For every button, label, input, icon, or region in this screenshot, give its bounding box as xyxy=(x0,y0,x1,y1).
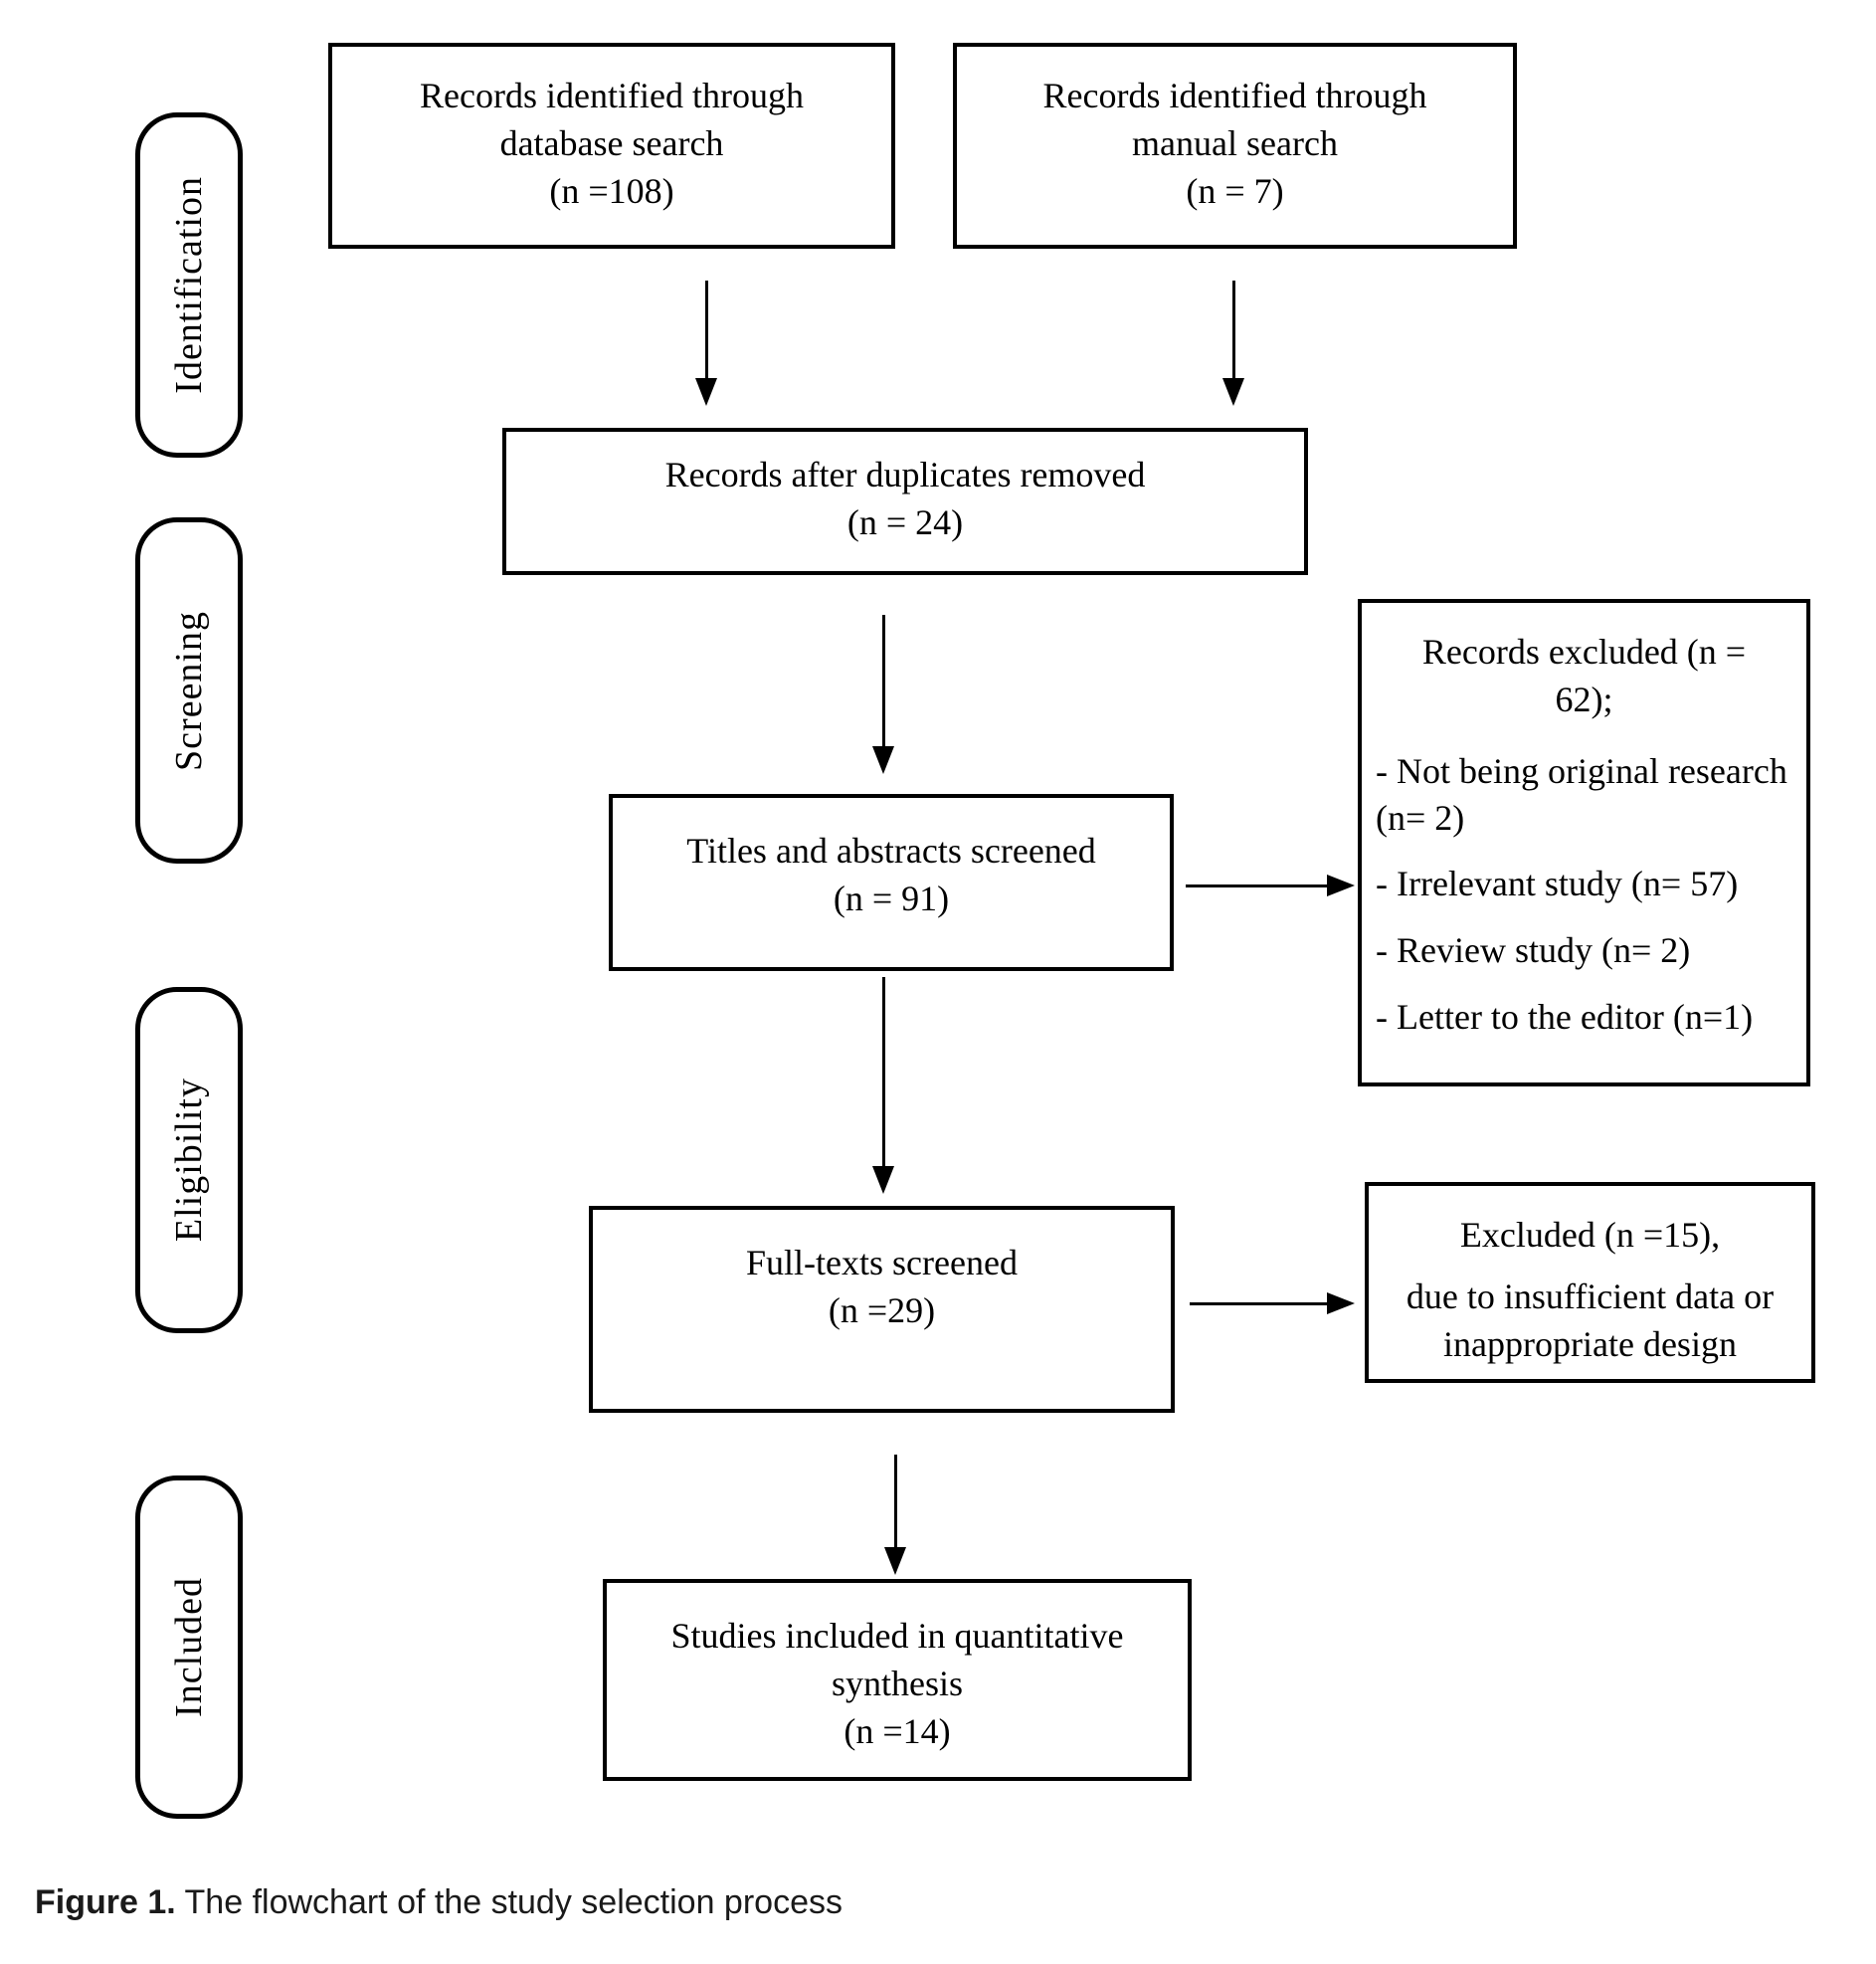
box-records-excluded-title: Records excluded (n = 62); xyxy=(1421,632,1747,719)
box-excluded-insufficient-data: Excluded (n =15), due to insufficient da… xyxy=(1365,1182,1815,1383)
box-studies-included-text: Studies included in quantitative synthes… xyxy=(670,1616,1124,1751)
arrow-fulltexts-to-included xyxy=(883,1455,907,1575)
excluded-reason-item: - Letter to the editor (n=1) xyxy=(1376,996,1754,1037)
arrow-head xyxy=(872,1166,894,1194)
arrow-shaft xyxy=(893,1455,897,1549)
box-titles-abstracts-screened-text: Titles and abstracts screened (n = 91) xyxy=(686,831,1096,918)
figure-caption-text: The flowchart of the study selection pro… xyxy=(175,1883,843,1921)
stage-identification-label: Identification xyxy=(168,176,210,394)
arrow-manual-to-duplicates xyxy=(1221,281,1245,406)
arrow-head xyxy=(1327,1292,1355,1314)
box-records-database-search: Records identified through database sear… xyxy=(328,43,895,249)
arrow-head xyxy=(872,746,894,774)
box-records-database-search-text: Records identified through database sear… xyxy=(420,76,804,211)
box-excluded-insufficient-body: due to insufficient data or inappropriat… xyxy=(1406,1276,1775,1364)
box-records-excluded: Records excluded (n = 62); - Not being o… xyxy=(1358,599,1810,1086)
box-studies-included: Studies included in quantitative synthes… xyxy=(603,1579,1192,1781)
figure-caption: Figure 1. The flowchart of the study sel… xyxy=(35,1883,843,1922)
excluded-reason-item: - Not being original research (n= 2) xyxy=(1376,750,1787,838)
box-records-manual-search: Records identified through manual search… xyxy=(953,43,1517,249)
arrow-database-to-duplicates xyxy=(694,281,718,406)
arrow-head xyxy=(1222,378,1244,406)
box-excluded-insufficient-title: Excluded (n =15), xyxy=(1459,1215,1721,1255)
figure-caption-label: Figure 1. xyxy=(35,1883,176,1921)
stage-eligibility-label: Eligibility xyxy=(168,1078,210,1243)
stage-included-label: Included xyxy=(168,1577,210,1717)
arrow-fulltexts-to-excluded xyxy=(1190,1291,1355,1315)
excluded-reason-item: - Review study (n= 2) xyxy=(1376,930,1691,971)
stage-eligibility: Eligibility xyxy=(135,987,243,1333)
arrow-shaft xyxy=(881,977,885,1168)
box-titles-abstracts-screened: Titles and abstracts screened (n = 91) xyxy=(609,794,1174,971)
box-records-manual-search-text: Records identified through manual search… xyxy=(1042,76,1427,211)
excluded-reason-item: - Irrelevant study (n= 57) xyxy=(1376,864,1739,904)
arrow-head xyxy=(695,378,717,406)
arrow-shaft xyxy=(881,615,885,748)
box-duplicates-removed-text: Records after duplicates removed (n = 24… xyxy=(664,455,1146,542)
arrow-head xyxy=(884,1547,906,1575)
arrow-head xyxy=(1327,875,1355,896)
stage-screening-label: Screening xyxy=(168,610,210,771)
box-fulltexts-screened: Full-texts screened (n =29) xyxy=(589,1206,1175,1413)
arrow-duplicates-to-titles xyxy=(871,615,895,774)
stage-identification: Identification xyxy=(135,112,243,458)
stage-screening: Screening xyxy=(135,517,243,864)
arrow-shaft xyxy=(704,281,708,380)
box-fulltexts-screened-text: Full-texts screened (n =29) xyxy=(746,1243,1018,1330)
arrow-shaft xyxy=(1231,281,1235,380)
box-duplicates-removed: Records after duplicates removed (n = 24… xyxy=(502,428,1308,575)
arrow-shaft xyxy=(1186,884,1329,887)
arrow-titles-to-fulltexts xyxy=(871,977,895,1194)
arrow-titles-to-excluded xyxy=(1186,874,1355,897)
records-excluded-reasons: - Not being original research (n= 2) - I… xyxy=(1362,748,1806,1041)
stage-included: Included xyxy=(135,1475,243,1819)
arrow-shaft xyxy=(1190,1301,1329,1305)
